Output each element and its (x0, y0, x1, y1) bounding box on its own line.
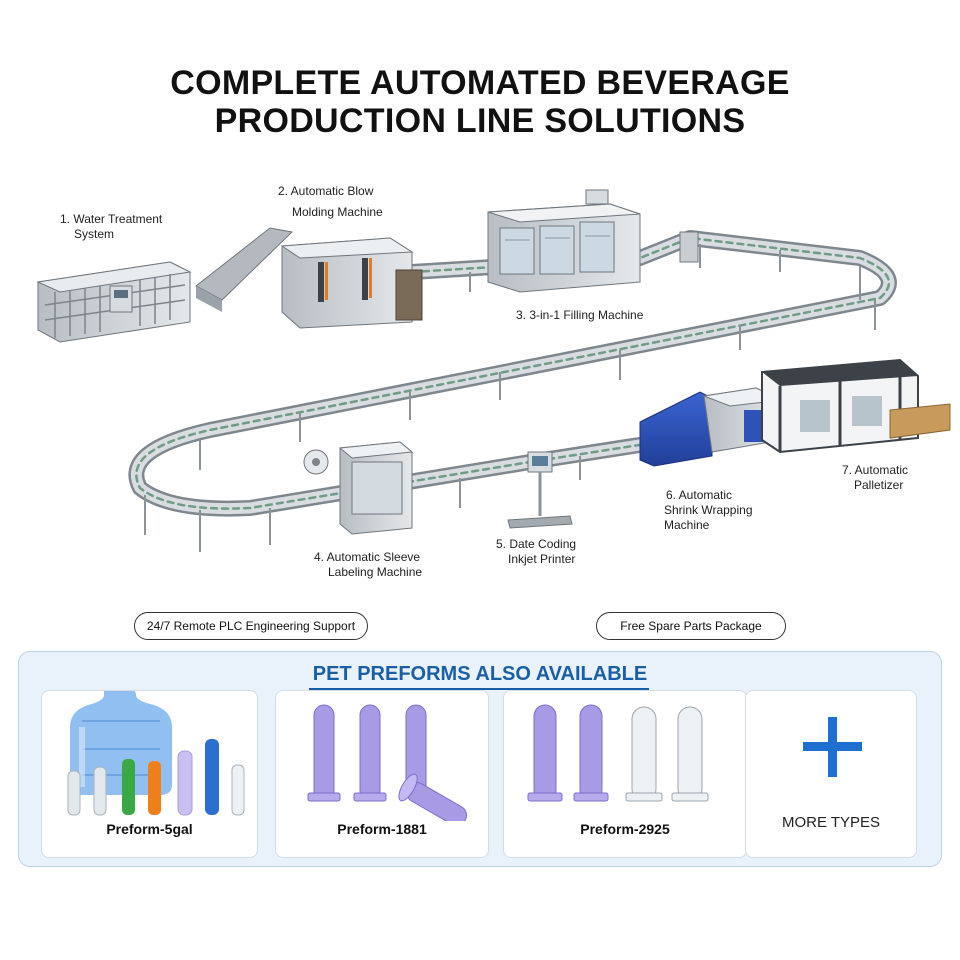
sleeve-labeling-machine (303, 441, 414, 535)
preform-label-2925: Preform-2925 (580, 821, 670, 837)
title-line-1: COMPLETE AUTOMATED BEVERAGE (170, 64, 790, 102)
shrink-wrapping-machine (639, 387, 784, 467)
preform-2925-image (527, 704, 709, 802)
water-treatment-machine (36, 261, 192, 343)
station-label-inkjet: 5. Date Coding Inkjet Printer (496, 537, 577, 566)
heading-underline (309, 688, 649, 690)
preform-card-5gal[interactable]: Preform-5gal (41, 690, 258, 858)
preforms-heading: PET PREFORMS ALSO AVAILABLE (312, 663, 648, 685)
blow-molding-machine (195, 227, 423, 329)
preform-5gal-image (67, 691, 245, 816)
palletizer-machine (761, 358, 951, 454)
inkjet-printer (507, 451, 573, 529)
conveyor-legs (144, 244, 876, 552)
plus-icon (803, 717, 862, 777)
preform-1881-image (307, 704, 468, 821)
more-types-label: MORE TYPES (781, 814, 881, 831)
spare-parts-badge: Free Spare Parts Package (596, 612, 786, 640)
preforms-panel: PET PREFORMS ALSO AVAILABLE Preform-5gal (18, 651, 942, 867)
station-label-blow-molding: 2. Automatic Blow Molding Machine (278, 184, 383, 219)
filling-machine (487, 189, 699, 293)
more-types-card[interactable]: MORE TYPES (745, 690, 917, 858)
title-line-2: PRODUCTION LINE SOLUTIONS (214, 102, 746, 140)
preform-card-2925[interactable]: Preform-2925 (503, 690, 747, 858)
station-label-shrink-wrapping: 6. Automatic Shrink Wrapping Machine (664, 488, 753, 532)
conveyor-loop (128, 230, 897, 517)
preform-label-1881: Preform-1881 (337, 821, 427, 837)
preform-label-5gal: Preform-5gal (106, 821, 193, 837)
station-label-palletizer: 7. Automatic Palletizer (842, 463, 909, 492)
station-label-filling: 3. 3-in-1 Filling Machine (516, 308, 644, 322)
station-label-sleeve-labeling: 4. Automatic Sleeve Labeling Machine (314, 550, 423, 579)
station-label-water-treatment: 1. Water Treatment System (60, 212, 163, 241)
remote-support-badge: 24/7 Remote PLC Engineering Support (134, 612, 368, 640)
page-title: COMPLETE AUTOMATED BEVERAGE PRODUCTION L… (0, 64, 960, 140)
preform-card-1881[interactable]: Preform-1881 (275, 690, 489, 858)
production-line-illustration (36, 189, 951, 552)
